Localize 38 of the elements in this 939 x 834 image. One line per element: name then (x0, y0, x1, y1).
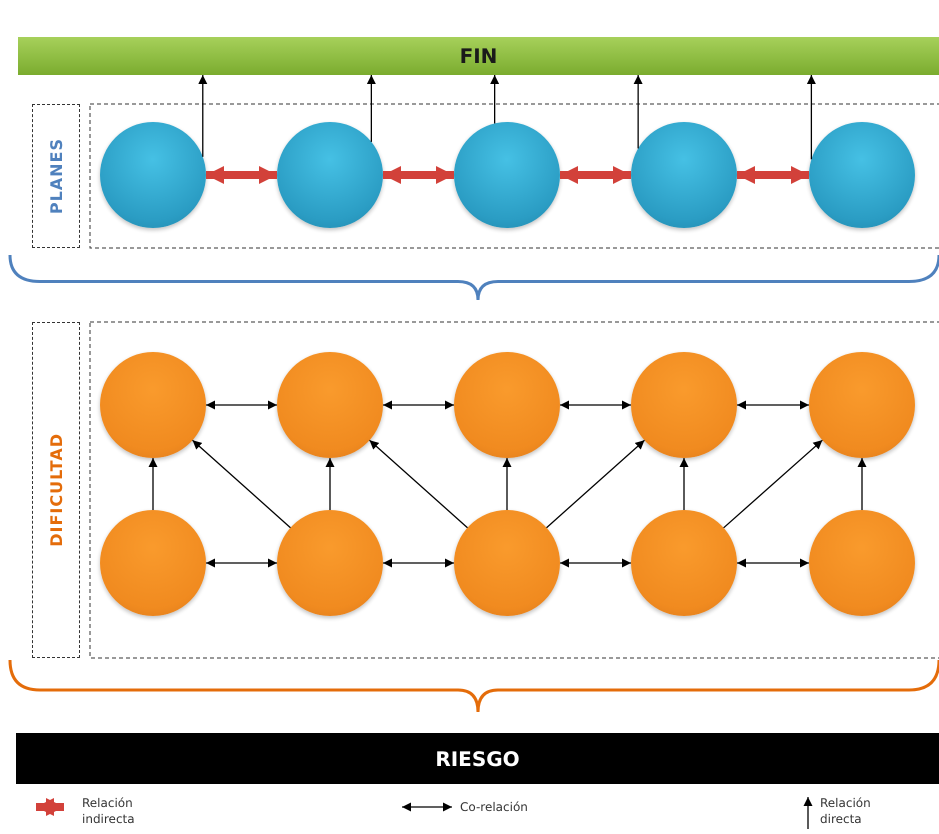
arrow (192, 440, 291, 528)
legend-label: Relación directa (820, 795, 872, 827)
arrow (383, 400, 454, 410)
arrow (326, 458, 334, 510)
arrow (490, 75, 500, 124)
arrow (737, 166, 809, 184)
banner-title: RIESGO (435, 746, 520, 770)
circle-node (454, 510, 560, 616)
arrow (369, 440, 468, 528)
arrow (806, 75, 816, 160)
banner-bar (16, 733, 939, 784)
label-box (32, 104, 80, 248)
arrow (206, 166, 277, 184)
arrow (502, 458, 512, 510)
arrow (206, 558, 277, 568)
arrow (366, 75, 376, 142)
arrow (858, 458, 866, 510)
arrow (723, 440, 823, 528)
section-label: PLANES (46, 138, 66, 214)
label-box (32, 322, 80, 658)
arrow (383, 558, 454, 568)
arrow (634, 75, 643, 148)
arrow (737, 400, 809, 410)
section-label: DIFICULTAD (46, 433, 66, 547)
banner-title: FIN (460, 44, 498, 68)
banner-bar (18, 37, 939, 75)
arrow (383, 166, 454, 184)
arrow (560, 558, 631, 568)
arrow (560, 400, 631, 410)
arrow (148, 458, 158, 510)
arrow (198, 75, 208, 157)
legend-label: Co-relación (460, 799, 528, 815)
arrow (546, 440, 645, 528)
arrow (737, 558, 809, 568)
legend-label: Relación indirecta (82, 795, 136, 827)
arrow (560, 166, 631, 184)
arrow (680, 458, 688, 510)
arrow (206, 400, 277, 410)
